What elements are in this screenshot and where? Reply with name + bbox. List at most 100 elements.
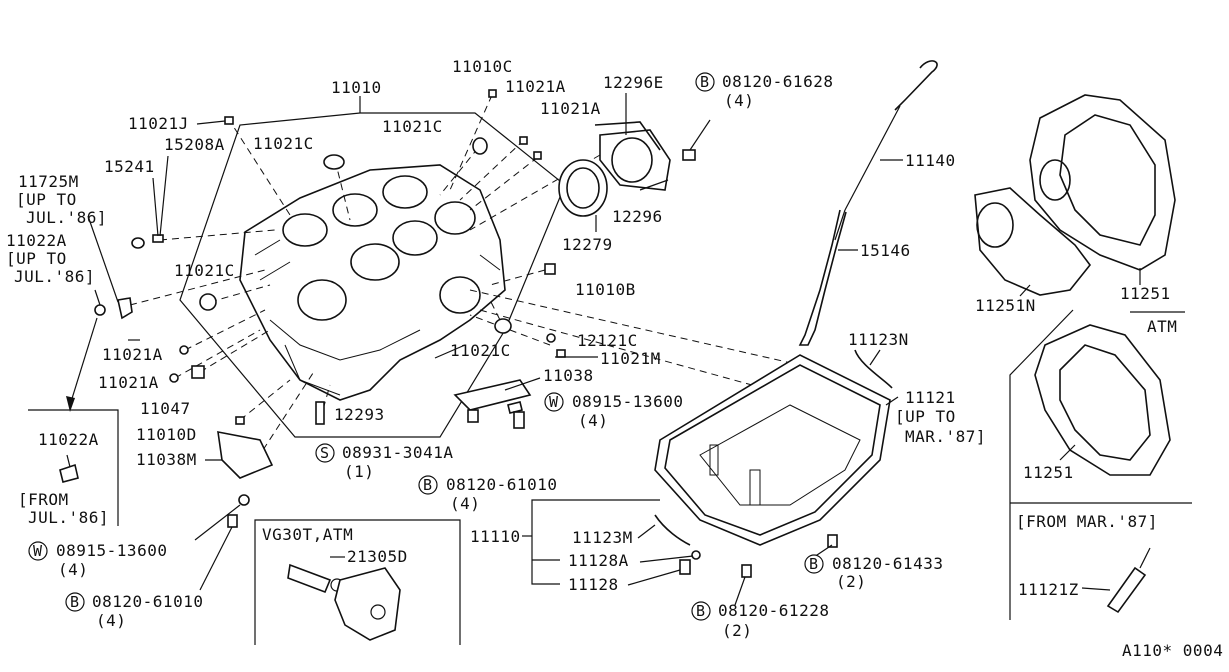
label-11128: 11128 bbox=[568, 575, 619, 594]
plug-11021J bbox=[224, 116, 234, 125]
oil-pan-group bbox=[522, 349, 899, 606]
plug-12121C bbox=[546, 333, 556, 343]
dipstick-group bbox=[798, 60, 938, 346]
left-leaders bbox=[28, 120, 598, 591]
leader-12296 bbox=[639, 179, 669, 191]
block-detail bbox=[254, 239, 501, 281]
arrow-line-11022A bbox=[69, 317, 98, 406]
label-qty-61010-b: (4) bbox=[96, 611, 126, 630]
label-08120-61433: 08120-61433 bbox=[832, 554, 943, 573]
marker-B-61433 bbox=[804, 554, 824, 574]
arrow-head bbox=[66, 396, 75, 412]
label-12296E: 12296E bbox=[603, 73, 664, 92]
label-from-mar87: [FROM MAR.'87] bbox=[1016, 512, 1158, 531]
label-11038: 11038 bbox=[543, 366, 594, 385]
plug-11021C-mid bbox=[472, 137, 488, 155]
leader-11251N bbox=[1019, 284, 1031, 297]
dash-11010B bbox=[489, 269, 546, 286]
bolt-12293 bbox=[315, 401, 325, 425]
dash-11021A-left1 bbox=[184, 309, 266, 351]
rear-plate-11251N-hole bbox=[976, 202, 1014, 248]
label-08915-13600-b: 08915-13600 bbox=[56, 541, 167, 560]
sealant-nozzle bbox=[1139, 547, 1151, 569]
leader-11123M bbox=[637, 524, 656, 539]
leader-15208A bbox=[159, 155, 169, 237]
seal-11123M bbox=[654, 514, 691, 546]
label-12293: 12293 bbox=[334, 405, 385, 424]
dipstick-handle bbox=[894, 60, 938, 111]
label-11022A-box: 11022A bbox=[38, 430, 99, 449]
plug-11021A-1 bbox=[519, 136, 528, 145]
dash-11021A-top2 bbox=[469, 156, 539, 211]
dash-11021C-top bbox=[334, 159, 351, 221]
leader-bolt-61628 bbox=[689, 119, 711, 151]
crank-bore-rear bbox=[439, 276, 481, 314]
label-11021C-right: 11021C bbox=[450, 341, 511, 360]
cylinder-bore-6 bbox=[434, 201, 476, 235]
label-12279: 12279 bbox=[562, 235, 613, 254]
washer-08915 bbox=[238, 494, 250, 506]
oil-pan-gasket-11121 bbox=[664, 364, 881, 536]
dash-11021C-mid bbox=[439, 147, 479, 196]
label-11022A: 11022A bbox=[6, 231, 67, 250]
rear-plate-atm-11251 bbox=[1034, 324, 1171, 476]
label-jul86-a: JUL.'86] bbox=[26, 208, 107, 227]
label-15146: 15146 bbox=[860, 241, 911, 260]
label-qty-08915-b: (4) bbox=[58, 560, 88, 579]
dash-11021C-left bbox=[209, 284, 271, 303]
label-15241: 15241 bbox=[104, 157, 155, 176]
label-11021C-left: 11021C bbox=[174, 261, 235, 280]
bolt-08120-61228 bbox=[741, 564, 752, 578]
marker-S-08931-text: S bbox=[320, 444, 330, 462]
marker-B-61628 bbox=[695, 72, 715, 92]
label-12121C: 12121C bbox=[577, 331, 638, 350]
label-qty-61433: (2) bbox=[836, 572, 866, 591]
label-reference-code: A110* 0004 bbox=[1122, 641, 1223, 660]
dash-oilpan bbox=[469, 289, 801, 366]
label-15208A: 15208A bbox=[164, 135, 225, 154]
label-11010C: 11010C bbox=[452, 57, 513, 76]
leader-11251-atm bbox=[1059, 444, 1076, 461]
box-11022A bbox=[28, 409, 119, 526]
rear-plates-group bbox=[974, 94, 1192, 620]
bolt-08120-61628 bbox=[682, 149, 696, 161]
marker-W-08915-b-text: W bbox=[33, 542, 43, 560]
leader-11021J bbox=[196, 120, 226, 125]
label-11128A: 11128A bbox=[568, 551, 629, 570]
plug-11010C bbox=[488, 89, 497, 98]
drain-plug-11128 bbox=[679, 559, 691, 575]
label-qty-61628: (4) bbox=[724, 91, 754, 110]
label-11021A-top2: 11021A bbox=[540, 99, 601, 118]
label-11010B: 11010B bbox=[575, 280, 636, 299]
label-08120-61228: 08120-61228 bbox=[718, 601, 829, 620]
cylinder-bore-4 bbox=[350, 243, 400, 281]
leader-11128 bbox=[627, 569, 681, 586]
leader-15241 bbox=[152, 177, 159, 237]
marker-W-08915-a-text: W bbox=[549, 393, 559, 411]
plug-11021A-left1 bbox=[179, 345, 189, 355]
label-11123M: 11123M bbox=[572, 528, 633, 547]
seal-11123N bbox=[854, 349, 893, 389]
guide-tube-15146 bbox=[798, 209, 847, 346]
plug-11021C-right bbox=[494, 318, 512, 334]
plug-11021A-2 bbox=[533, 151, 542, 160]
label-mar87: MAR.'87] bbox=[905, 427, 986, 446]
label-qty-08931: (1) bbox=[344, 462, 374, 481]
plug-11021A-left2 bbox=[169, 373, 179, 383]
dash-11021A-top1 bbox=[459, 139, 525, 201]
marker-S-08931 bbox=[315, 443, 335, 463]
label-11121Z: 11121Z bbox=[1018, 580, 1079, 599]
label-11251N: 11251N bbox=[975, 296, 1036, 315]
marker-B-61628-text: B bbox=[700, 73, 710, 91]
dash-11010C bbox=[449, 94, 493, 191]
label-atm: ATM bbox=[1147, 317, 1177, 336]
marker-W-08915-a bbox=[544, 392, 564, 412]
sealant-tube-11121Z bbox=[1106, 566, 1147, 614]
part-15208A bbox=[152, 234, 164, 243]
retainer-bore bbox=[611, 137, 653, 183]
leader-11123N bbox=[869, 349, 881, 366]
dash-oilpan-2 bbox=[479, 309, 771, 391]
label-11010D: 11010D bbox=[136, 425, 197, 444]
rear-seal-group bbox=[558, 93, 711, 232]
